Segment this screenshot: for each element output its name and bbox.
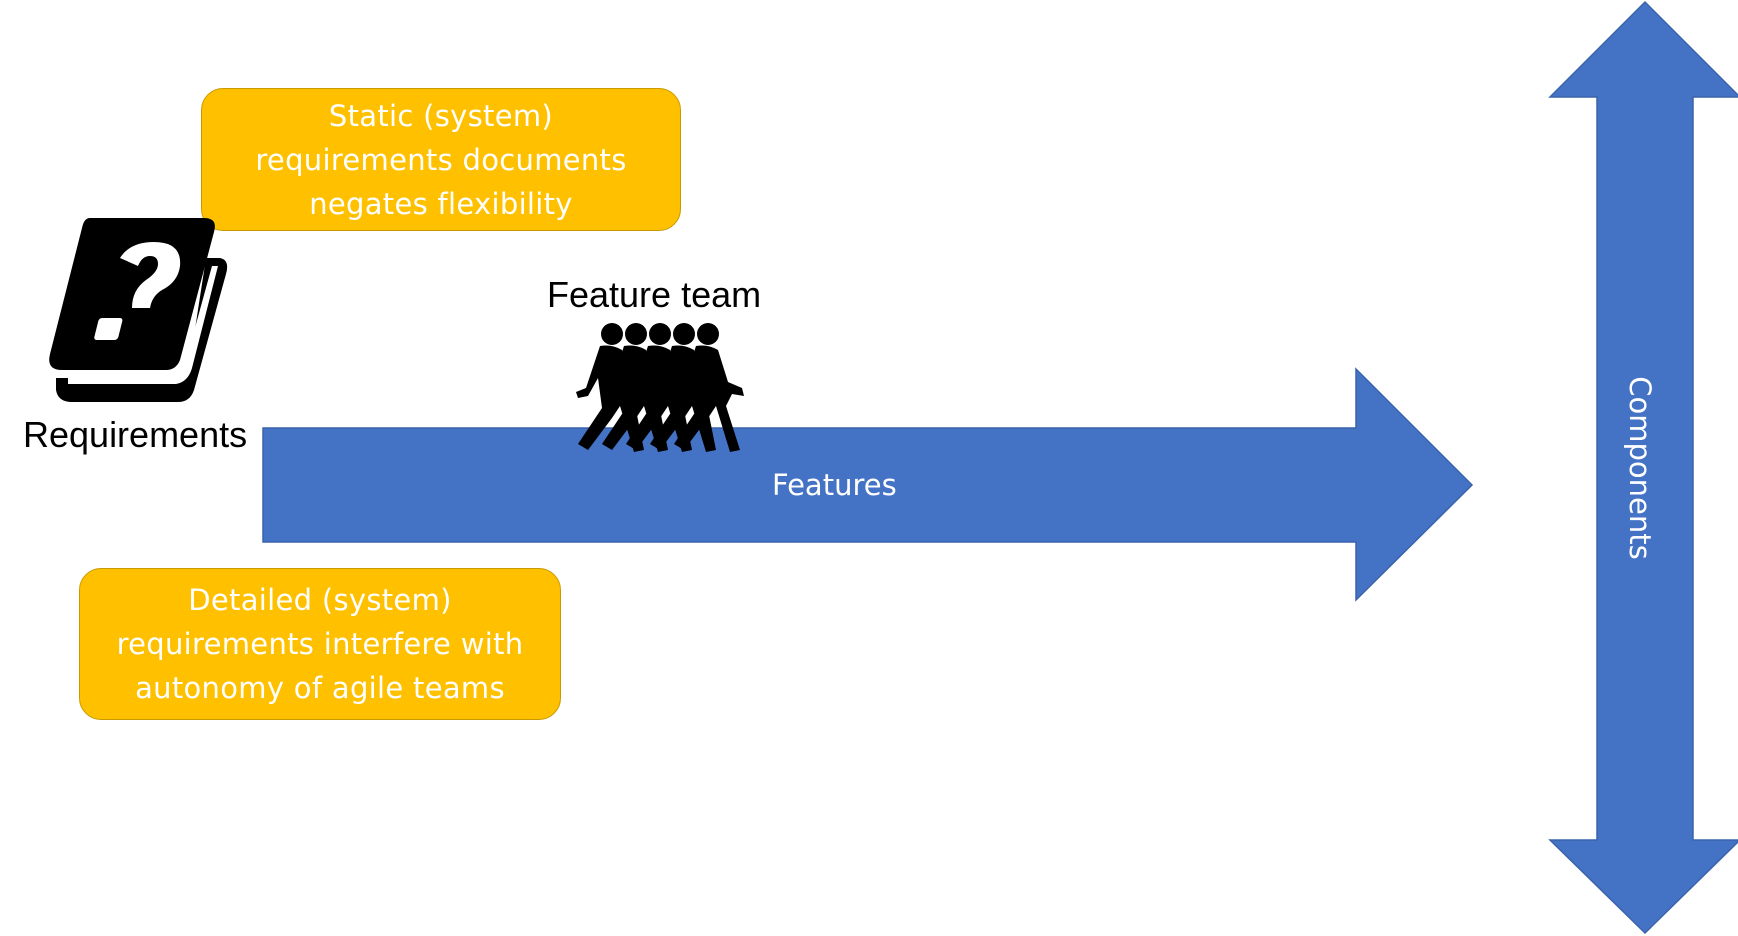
walker-5 — [672, 323, 744, 452]
question-book-icon — [49, 218, 228, 402]
features-label: Features — [772, 468, 897, 502]
components-arrow — [1548, 0, 1738, 935]
walking-team-icon — [576, 323, 744, 452]
static-requirements-note: Static (system) requirements documents n… — [201, 88, 681, 231]
requirements-label: Requirements — [23, 414, 248, 455]
features-arrow — [262, 367, 1474, 602]
feature-team-label: Feature team — [547, 274, 762, 315]
components-label: Components — [1623, 376, 1657, 560]
detailed-requirements-note: Detailed (system) requirements interfere… — [79, 568, 561, 720]
